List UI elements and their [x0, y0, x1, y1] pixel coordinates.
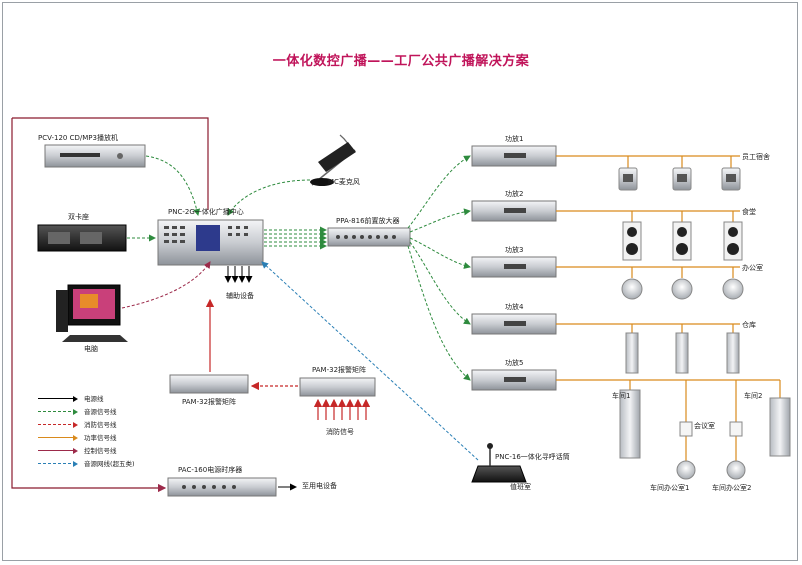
aux-output-arrows	[224, 266, 253, 283]
diagram-title: 一体化数控广播——工厂公共广播解决方案	[272, 54, 530, 69]
legend-label: 音源网线(超五类)	[84, 460, 135, 468]
paging-network-line	[261, 261, 479, 461]
canteen-speakers	[622, 221, 743, 261]
speaker-wiring	[556, 155, 781, 462]
computer-device	[56, 284, 128, 342]
zone-workshop1-label: 车间1	[612, 392, 631, 400]
zone-meeting-room-label: 会议室	[694, 422, 715, 430]
tape-deck-device	[37, 224, 127, 252]
fire-lines	[205, 298, 298, 391]
preamp-label: PPA-816前置放大器	[336, 217, 400, 225]
audio-source-lines	[121, 155, 311, 309]
aux-devices-label: 辅助设备	[226, 292, 254, 300]
workshop-speakers	[619, 389, 791, 459]
computer-label: 电脑	[84, 345, 98, 353]
preamp-to-amp-lines	[407, 155, 471, 381]
legend-line-swatch	[38, 421, 78, 428]
duty-room-label: 值班室	[510, 483, 531, 491]
amplifier-unit	[471, 200, 557, 222]
legend-label: 功率信号线	[84, 434, 117, 442]
cd-player-device	[44, 144, 146, 168]
zone-office-label: 办公室	[742, 264, 763, 272]
power-sequencer-device	[167, 477, 277, 497]
legend-label: 控制信号线	[84, 447, 117, 455]
power-sequencer-loop	[11, 117, 209, 493]
amp-label: 功放3	[505, 246, 524, 254]
amp-devices	[471, 145, 557, 391]
fire-signal-label: 消防信号	[326, 428, 354, 436]
paging-console-device	[471, 443, 527, 483]
amplifier-unit	[471, 369, 557, 391]
zone-dorm-label: 员工宿舍	[742, 153, 770, 161]
fire-matrix-label: PAM-32报警矩阵	[312, 366, 367, 374]
preamp-device	[327, 227, 411, 247]
warehouse-speakers	[625, 332, 740, 374]
zone-canteen-label: 食堂	[742, 208, 756, 216]
legend-line-swatch	[38, 434, 78, 441]
legend-label: 消防信号线	[84, 421, 117, 429]
amp-label: 功放1	[505, 135, 524, 143]
legend-label: 电源线	[84, 395, 104, 403]
tape-deck-label: 双卡座	[68, 213, 89, 221]
office-speakers	[621, 278, 744, 300]
central-unit-label: PNC-2G一体化广播中心	[168, 208, 244, 216]
fire-signal-arrows	[313, 398, 371, 420]
central-to-preamp-lines	[264, 226, 327, 250]
central-unit-device	[157, 219, 264, 266]
amp-label: 功放5	[505, 359, 524, 367]
alarm-matrix-device	[169, 374, 249, 394]
cd-player-label: PCV-120 CD/MP3播放机	[38, 134, 118, 142]
legend-line-swatch	[38, 395, 78, 402]
zone-workshop-office1-label: 车间办公室1	[650, 484, 690, 492]
amplifier-unit	[471, 256, 557, 278]
zone-workshop-office2-label: 车间办公室2	[712, 484, 752, 492]
legend-label: 音源信号线	[84, 408, 117, 416]
legend-line-swatch	[38, 460, 78, 467]
amp-label: 功放4	[505, 303, 524, 311]
alarm-matrix-label: PAM-32报警矩阵	[182, 398, 237, 406]
mic-device	[310, 134, 356, 186]
fire-matrix-device	[299, 377, 376, 397]
amplifier-unit	[471, 145, 557, 167]
workshop-office-speakers	[676, 460, 746, 480]
zone-warehouse-label: 仓库	[742, 321, 756, 329]
zone-workshop2-label: 车间2	[744, 392, 763, 400]
paging-console-label: PNC-16一体化寻呼话筒	[495, 453, 570, 461]
legend-line-swatch	[38, 447, 78, 454]
volume-controls	[679, 421, 743, 437]
legend-line-swatch	[38, 408, 78, 415]
to-equipment-label: 至用电设备	[302, 482, 337, 490]
amplifier-unit	[471, 313, 557, 335]
mic-label: MC麦克风	[328, 178, 360, 186]
amp-label: 功放2	[505, 190, 524, 198]
power-sequencer-label: PAC-160电源时序器	[178, 466, 243, 474]
